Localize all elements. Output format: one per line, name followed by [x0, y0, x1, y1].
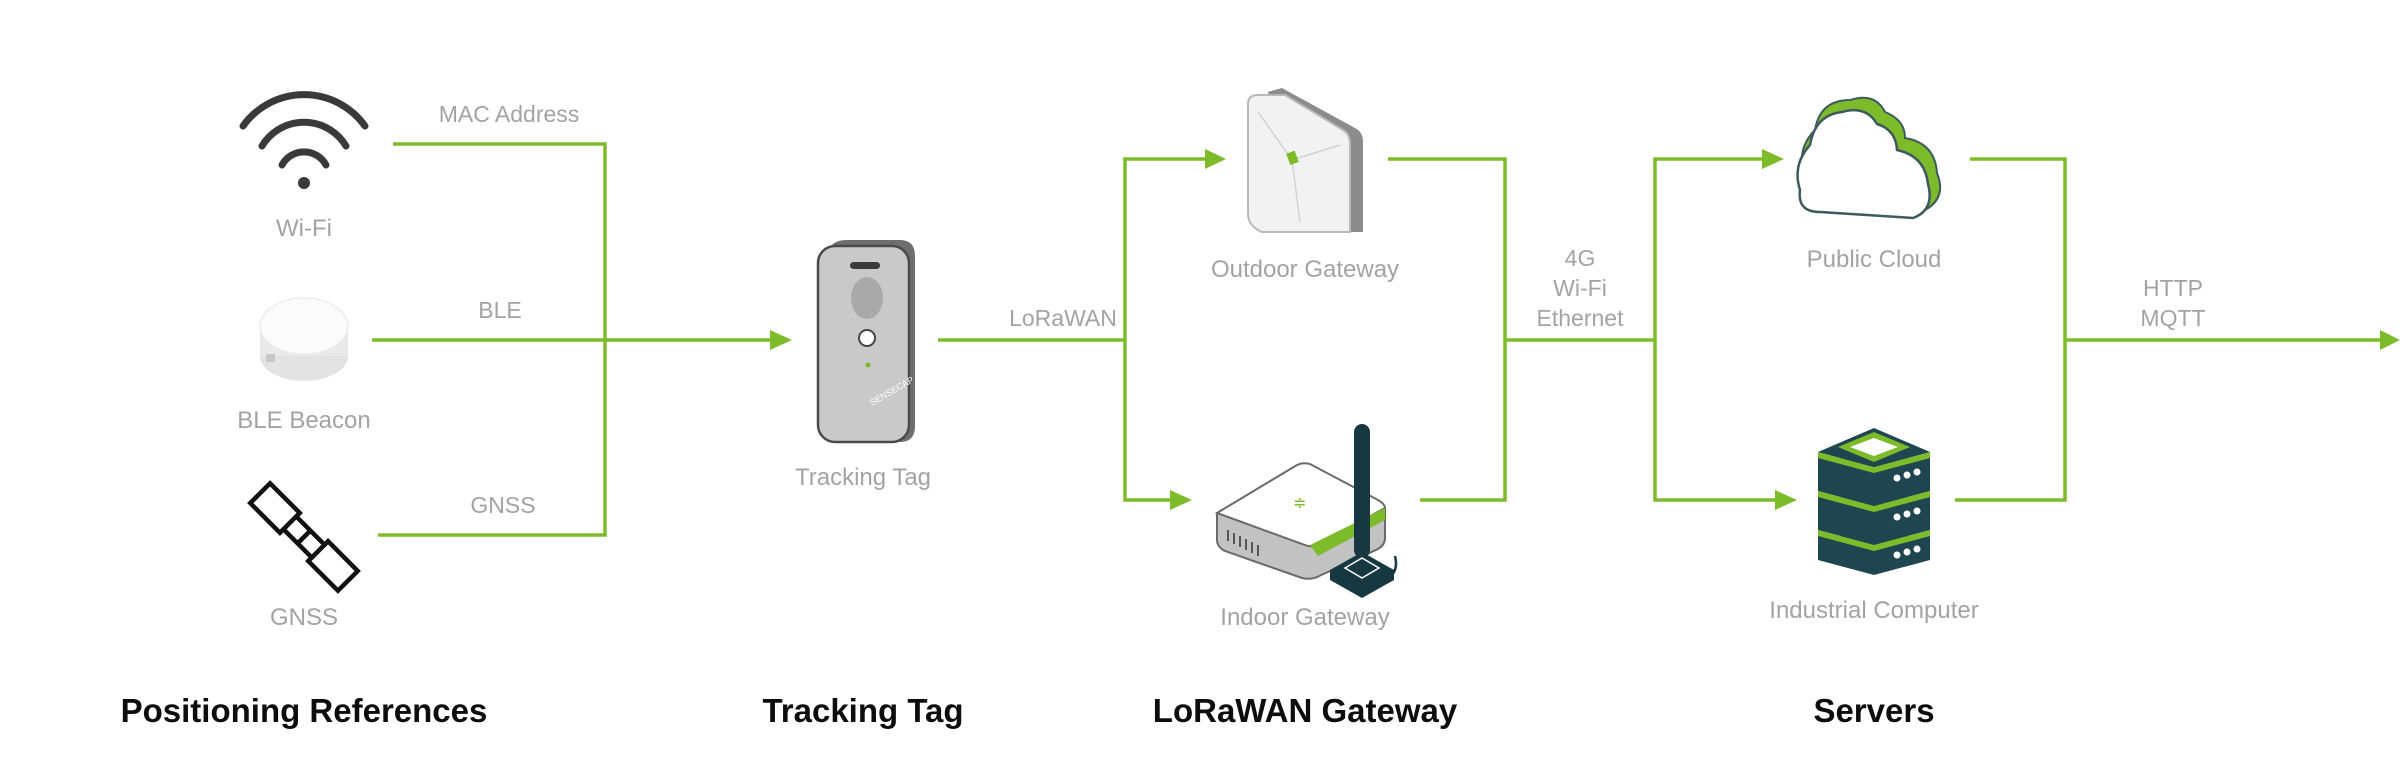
tracking-tag-device-icon: SENSECAP — [816, 240, 915, 444]
indoor-gateway-icon: ≑ — [1214, 424, 1398, 598]
label-indoor-gateway: Indoor Gateway — [1220, 604, 1389, 631]
ble-beacon-icon — [259, 297, 349, 381]
label-outdoor-gateway: Outdoor Gateway — [1211, 256, 1399, 283]
label-wifi: Wi-Fi — [276, 215, 332, 242]
category-headings: Positioning References Tracking Tag LoRa… — [121, 692, 1935, 729]
label-public-cloud: Public Cloud — [1807, 246, 1942, 273]
server-stack-icon — [1818, 428, 1930, 575]
arrow-to-indoor-gateway — [1170, 490, 1192, 510]
heading-servers: Servers — [1813, 692, 1934, 729]
wire-from-indoor-gateway — [1420, 340, 1507, 502]
edge-label-mqtt: MQTT — [2140, 305, 2205, 331]
edge-label-gnss: GNSS — [470, 492, 535, 518]
satellite-icon — [247, 480, 361, 594]
cloud-icon — [1796, 96, 1941, 220]
label-tracking-tag: Tracking Tag — [795, 464, 931, 491]
label-ble-beacon: BLE Beacon — [237, 407, 370, 434]
label-gnss: GNSS — [270, 604, 338, 631]
wire-to-indoor-gateway — [1123, 340, 1170, 502]
arrow-to-outdoor-gateway — [1205, 149, 1226, 169]
arrow-output — [2380, 330, 2400, 350]
wire-from-public-cloud — [1970, 157, 2067, 340]
wire-wifi — [393, 142, 607, 340]
wire-gnss — [378, 340, 607, 537]
edge-label-http: HTTP — [2143, 275, 2203, 301]
arrow-to-industrial-computer — [1775, 490, 1797, 510]
wire-to-industrial-computer — [1653, 340, 1775, 502]
heading-tracking-tag: Tracking Tag — [762, 692, 963, 729]
arrow-to-public-cloud — [1762, 149, 1784, 169]
heading-positioning-references: Positioning References — [121, 692, 488, 729]
edge-label-mac-address: MAC Address — [439, 101, 580, 127]
wire-to-outdoor-gateway — [1123, 157, 1205, 340]
arrow-to-tag — [770, 330, 792, 350]
node-labels: Wi-Fi BLE Beacon GNSS Tracking Tag Outdo… — [237, 215, 1978, 631]
edge-label-ble: BLE — [478, 297, 521, 323]
outdoor-gateway-icon — [1247, 88, 1363, 233]
wire-to-public-cloud — [1653, 157, 1762, 340]
connector-lines — [372, 142, 2400, 537]
wifi-icon — [239, 91, 369, 189]
edge-label-wifi: Wi-Fi — [1553, 275, 1607, 301]
edge-labels: MAC Address BLE GNSS LoRaWAN 4G Wi-Fi Et… — [439, 101, 2206, 518]
heading-lorawan-gateway: LoRaWAN Gateway — [1153, 692, 1458, 729]
edge-label-4g: 4G — [1565, 245, 1596, 271]
wire-from-outdoor-gateway — [1388, 157, 1507, 340]
svg-text:≑: ≑ — [1293, 495, 1306, 512]
label-industrial-computer: Industrial Computer — [1769, 597, 1978, 624]
edge-label-ethernet: Ethernet — [1537, 305, 1625, 331]
edge-label-lorawan: LoRaWAN — [1009, 305, 1117, 331]
wire-from-industrial-computer — [1955, 340, 2067, 502]
